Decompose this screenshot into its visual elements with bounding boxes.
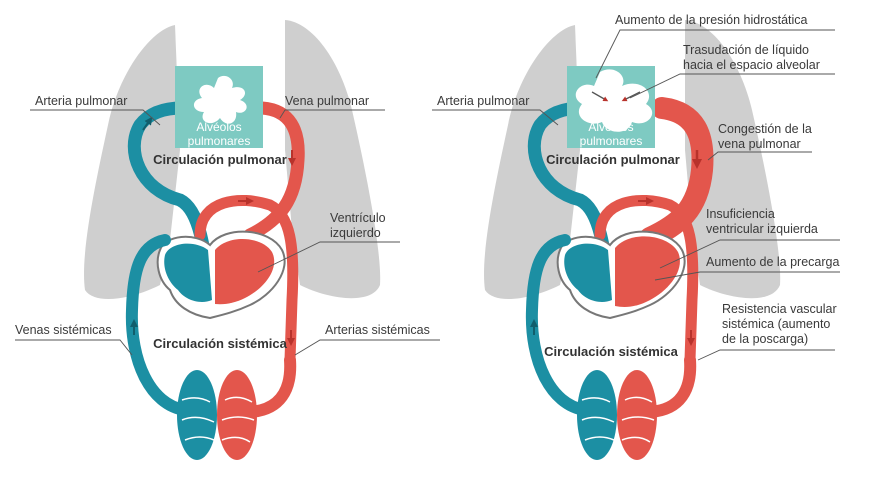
leader-presion (595, 29, 835, 79)
leader-trasudacion (629, 73, 835, 99)
capillary-bed-left (177, 370, 217, 460)
right-alveoli-flooded-shape (575, 69, 653, 132)
systemic-veins-vessel (125, 234, 191, 416)
left-panel: Arteria pulmonar Vena pulmonar Alvéolos … (15, 20, 440, 460)
capillary-bed-lines (181, 396, 255, 443)
label-ventriculo-1: Ventrículo (330, 211, 386, 225)
leader-insuficiencia (659, 239, 840, 269)
right-capillary-bed-right (617, 370, 657, 460)
right-panel: Aumento de la presión hidrostática Trasu… (432, 13, 840, 460)
leader-vena-pulmonar-left (279, 109, 385, 119)
right-congested-vein-vessel (639, 97, 714, 249)
alveoli-shape (193, 75, 247, 124)
label-resistencia-3: de la poscarga) (722, 332, 808, 346)
label-congestion-1: Congestión de la (718, 122, 812, 136)
label-congestion-2: vena pulmonar (718, 137, 801, 151)
right-systemic-veins-vessel (525, 234, 591, 416)
label-arteria-pulmonar-right: Arteria pulmonar (437, 94, 529, 108)
label-alveolos-left-2: pulmonares (188, 134, 251, 148)
leader-arteria-pulmonar-right (432, 109, 559, 126)
right-heart-left-side (615, 236, 680, 307)
label-alveolos-right-1: Alvéolos (588, 120, 633, 134)
capillary-bed-right (217, 370, 257, 460)
label-insuficiencia-2: ventricular izquierda (706, 222, 818, 236)
heart-right-side (164, 243, 212, 302)
label-circulacion-sistemica-right: Circulación sistémica (544, 344, 678, 359)
right-capillary-bed-left (577, 370, 617, 460)
alveolar-fluid-arrow-2 (591, 91, 609, 102)
label-resistencia-2: sistémica (aumento (722, 317, 830, 331)
right-heart-right-side (564, 243, 612, 302)
leader-congestion (707, 151, 812, 161)
label-insuficiencia-1: Insuficiencia (706, 207, 775, 221)
label-presion: Aumento de la presión hidrostática (615, 13, 808, 27)
label-resistencia-1: Resistencia vascular (722, 302, 837, 316)
label-arteria-pulmonar-left: Arteria pulmonar (35, 94, 127, 108)
label-circulacion-pulmonar-left: Circulación pulmonar (153, 152, 287, 167)
label-precarga: Aumento de la precarga (706, 255, 839, 269)
leader-venas-sistemicas (15, 339, 133, 356)
label-circulacion-pulmonar-right: Circulación pulmonar (546, 152, 680, 167)
heart-left-side (215, 238, 275, 305)
label-ventriculo-2: izquierdo (330, 226, 381, 240)
label-arterias-sistemicas: Arterias sistémicas (325, 323, 430, 337)
alveolar-fluid-arrow-1 (621, 91, 641, 102)
label-venas-sistemicas: Venas sistémicas (15, 323, 112, 337)
leader-arterias-sistemicas (294, 339, 440, 356)
leader-resistencia (697, 349, 835, 361)
systemic-arteries-vessel (244, 354, 297, 418)
right-systemic-arteries-vessel (644, 354, 697, 418)
leader-arteria-pulmonar-left (30, 109, 161, 126)
arrow-pulm-artery (142, 116, 153, 131)
right-aorta-vessel (594, 194, 699, 366)
pulmonary-vein-vessel (243, 101, 305, 242)
right-panel-right-lung (685, 20, 781, 299)
label-trasudacion-2: hacia el espacio alveolar (683, 58, 820, 72)
label-trasudacion-1: Trasudación de líquido (683, 43, 809, 57)
label-alveolos-left-1: Alvéolos (196, 120, 241, 134)
label-vena-pulmonar-left: Vena pulmonar (285, 94, 369, 108)
aorta-vessel (194, 194, 299, 366)
label-alveolos-right-2: pulmonares (580, 134, 643, 148)
right-lung-shape (285, 20, 381, 299)
right-capillary-bed-lines (581, 396, 655, 443)
leader-ventriculo (257, 241, 400, 273)
leader-precarga (654, 271, 840, 281)
label-circulacion-sistemica-left: Circulación sistémica (153, 336, 287, 351)
